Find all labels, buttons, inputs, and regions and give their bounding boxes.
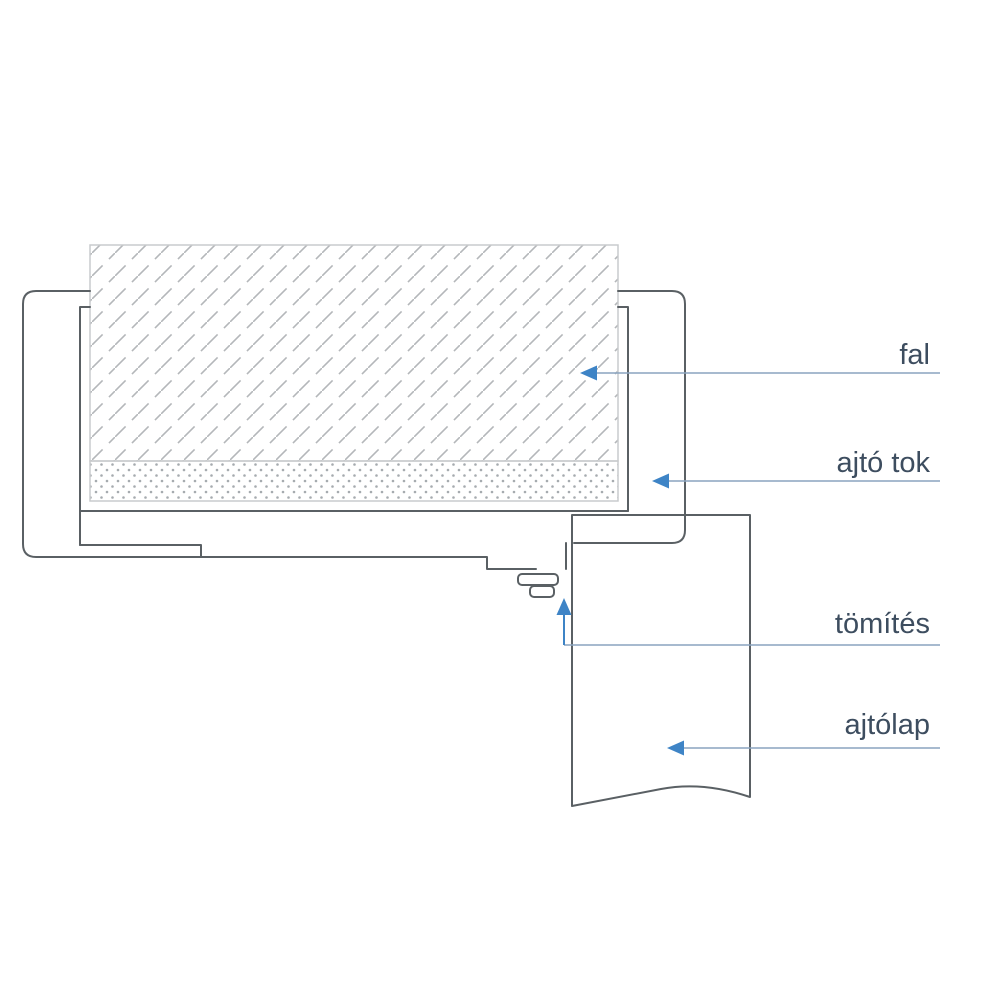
frame-left-inner — [79, 306, 91, 546]
seal-bulb — [529, 585, 555, 598]
frame-left-casing — [22, 290, 202, 558]
plaster-stipple-band — [89, 460, 619, 502]
leaf-arrow-icon — [667, 740, 684, 756]
frame-face-bottom-line — [200, 556, 537, 570]
seal-label: tömítés — [835, 608, 930, 640]
seal-flange — [517, 573, 559, 586]
leader-lines — [563, 372, 940, 749]
seal-shape — [517, 573, 559, 598]
wall-label: fal — [899, 339, 930, 371]
frame-arrow-icon — [652, 473, 669, 489]
door-frame-outline — [22, 290, 686, 570]
wall-arrow-icon — [580, 365, 597, 381]
frame-right-casing — [573, 290, 686, 544]
seal-arrow-icon — [556, 598, 572, 615]
frame-right-inner — [617, 306, 629, 512]
leader-arrowheads — [556, 365, 684, 756]
door-leaf-shape — [571, 514, 751, 807]
wall-hatched-region — [89, 244, 619, 462]
door-leaf-label: ajtólap — [845, 709, 930, 741]
door-frame-label: ajtó tok — [837, 447, 931, 479]
